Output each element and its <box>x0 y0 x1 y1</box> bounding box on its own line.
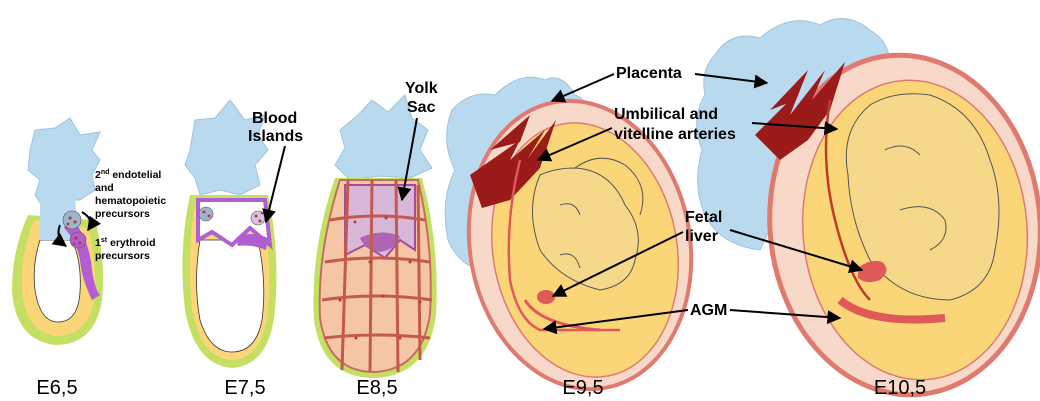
stage-label-e10-5: E10,5 <box>874 377 926 399</box>
agm-label: AGM <box>690 302 727 319</box>
endothelial-label: 2nd endotelial <box>95 169 161 181</box>
umbilical-label: Umbilical and <box>614 106 718 123</box>
embryo-e10-5 <box>697 19 1040 401</box>
endothelial-label-4: precursors <box>95 208 150 220</box>
endothelial-label-3: hematopoietic <box>95 195 166 207</box>
embryo-e8-5: Yolk Sac <box>313 80 437 378</box>
umbilical-label-2: vitelline arteries <box>614 126 736 143</box>
erythroid-label: 1st erythroid <box>95 237 156 249</box>
yolk-sac-label: Yolk <box>405 80 438 97</box>
e9-fetal-liver <box>537 290 555 304</box>
stage-label-e9-5: E9,5 <box>562 377 603 399</box>
blood-islands-arrow <box>266 146 285 222</box>
blood-islands-label: Blood <box>252 110 297 127</box>
e7-blood-island-left <box>199 207 213 221</box>
embryo-e7-5: Blood Islands <box>182 100 303 368</box>
e6-precursor-cluster <box>63 211 81 229</box>
embryo-e6-5: 2nd endotelial and hematopoietic precurs… <box>12 118 166 345</box>
stage-label-e6-5: E6,5 <box>36 377 77 399</box>
erythroid-label-2: precursors <box>95 250 150 262</box>
stage-label-e7-5: E7,5 <box>224 377 265 399</box>
endothelial-label-2: and <box>95 182 114 194</box>
fetal-liver-label-2: liver <box>685 228 718 245</box>
blood-islands-label-2: Islands <box>248 128 303 145</box>
stage-label-e8-5: E8,5 <box>356 377 397 399</box>
fetal-liver-label: Fetal <box>685 209 722 226</box>
yolk-sac-label-2: Sac <box>407 99 436 116</box>
e6-epiblast <box>34 240 80 322</box>
e7-cavity <box>197 240 264 352</box>
placenta-label: Placenta <box>616 65 682 82</box>
e6-erythroid-cluster <box>70 232 86 248</box>
